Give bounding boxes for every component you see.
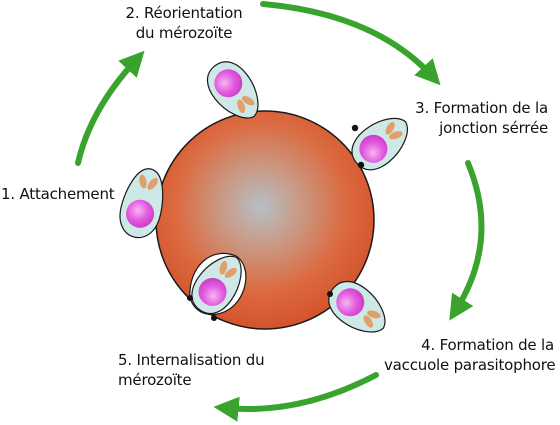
step-5-line-2: mérozoïte xyxy=(118,371,192,389)
arrow-2-to-3 xyxy=(260,1,441,86)
merozoite-vaccuole xyxy=(328,280,386,333)
step-4-line-1: 4. Formation de la xyxy=(421,336,554,354)
step-4-line-2: vaccuole parasitophore xyxy=(384,356,556,374)
step-3-line-1: 3. Formation de la xyxy=(415,99,548,117)
step-2-line-1: 2. Réorientation xyxy=(125,4,243,22)
arrow-1-to-2 xyxy=(75,50,145,166)
merozoite-jonction xyxy=(351,117,408,171)
step-5-label: 5. Internalisation du mérozoïte xyxy=(118,350,265,390)
merozoite-attachement xyxy=(119,168,164,239)
step-5-line-1: 5. Internalisation du xyxy=(118,351,265,369)
junction-dot xyxy=(327,291,333,297)
arrow-4-to-5 xyxy=(213,372,379,422)
step-2-line-2: du mérozoïte xyxy=(135,24,233,42)
step-4-label: 4. Formation de la vaccuole parasitophor… xyxy=(384,335,556,375)
arrow-3-to-4 xyxy=(449,160,485,321)
junction-dot xyxy=(351,124,359,132)
step-1-label: 1. Attachement xyxy=(1,184,115,204)
junction-dot xyxy=(187,295,193,301)
junction-dot xyxy=(211,315,217,321)
merozoite-internalisation xyxy=(189,252,247,316)
step-1-line-1: 1. Attachement xyxy=(1,185,115,203)
junction-dot xyxy=(357,161,365,169)
step-2-label: 2. Réorientation du mérozoïte xyxy=(118,3,250,43)
step-3-line-2: jonction sérrée xyxy=(439,119,548,137)
merozoite-reorientation xyxy=(206,61,259,119)
step-3-label: 3. Formation de la jonction sérrée xyxy=(412,98,548,138)
